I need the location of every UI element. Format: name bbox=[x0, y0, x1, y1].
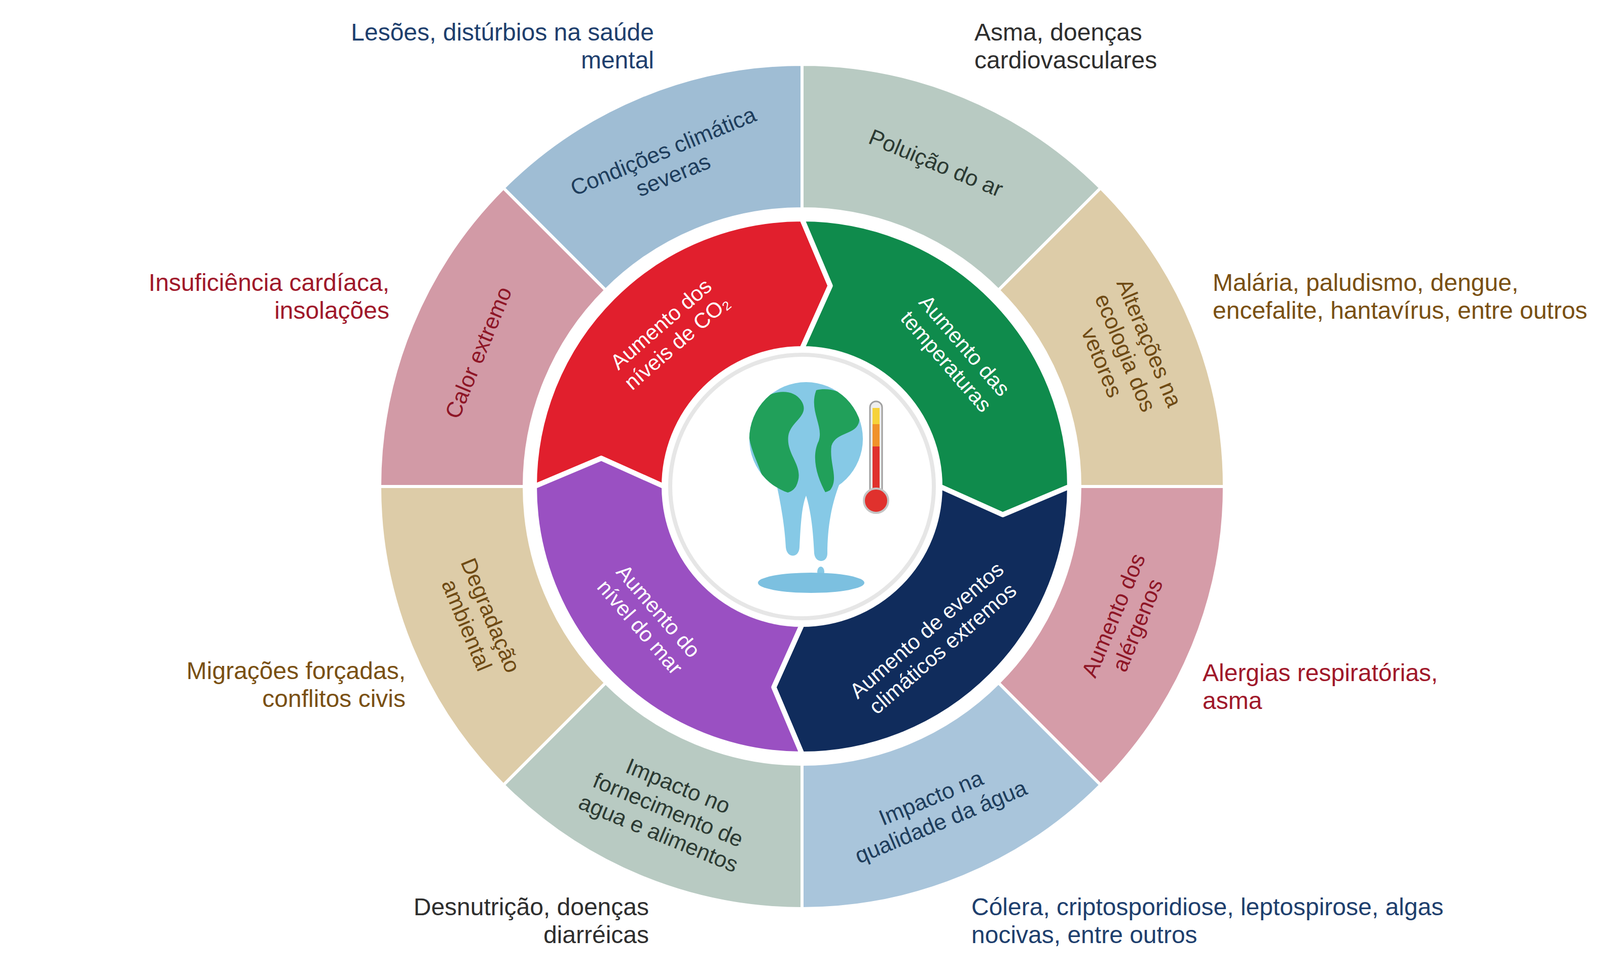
health-outcome: Asma, doenças cardiovasculares bbox=[974, 18, 1259, 75]
arrow-segment: Aumento de eventos climáticos extremos bbox=[769, 482, 1074, 759]
thermometer-level bbox=[872, 424, 880, 447]
health-outcome: Migrações forçadas, conflitos civis bbox=[121, 657, 406, 713]
outcome-label-box: Asma, doenças cardiovasculares bbox=[974, 18, 1259, 75]
outcome-label-box: Cólera, criptosporidiose, leptospirose, … bbox=[971, 893, 1479, 950]
outcome-label-box: Malária, paludismo, dengue, encefalite, … bbox=[1212, 268, 1588, 325]
continent bbox=[814, 389, 860, 495]
health-outcome: Lesões, distúrbios na saúde mental bbox=[339, 18, 654, 75]
thermometer-level bbox=[872, 446, 880, 493]
outcome-label-box: Desnutrição, doenças diarréicas bbox=[344, 893, 649, 950]
puddle bbox=[757, 572, 865, 594]
health-outcome: Insuficiência cardíaca, insolações bbox=[85, 268, 390, 325]
health-outcome: Desnutrição, doenças diarréicas bbox=[344, 893, 649, 950]
thermometer-bulb bbox=[863, 488, 889, 514]
segment-outline bbox=[773, 486, 1070, 755]
segment-outline bbox=[802, 219, 1070, 516]
outcome-label-box: Insuficiência cardíaca, insolações bbox=[85, 268, 390, 325]
segment-outline bbox=[534, 219, 831, 487]
center-circle bbox=[670, 354, 934, 619]
outcome-label-box: Alergias respiratórias, asma bbox=[1202, 659, 1446, 715]
arrow-segment: Aumento dos níveis de CO₂ bbox=[530, 214, 835, 492]
arrow-segment: Aumento das temperaturas bbox=[797, 214, 1074, 520]
outcome-label-box: Migrações forçadas, conflitos civis bbox=[121, 657, 406, 713]
health-outcome: Malária, paludismo, dengue, encefalite, … bbox=[1212, 268, 1588, 325]
arrow-segment: Aumento do nível do mar bbox=[530, 454, 807, 759]
health-outcome: Alergias respiratórias, asma bbox=[1202, 659, 1446, 715]
segment-outline bbox=[534, 458, 803, 755]
thermometer bbox=[869, 401, 883, 496]
health-outcome: Cólera, criptosporidiose, leptospirose, … bbox=[971, 893, 1479, 950]
outcome-label-box: Lesões, distúrbios na saúde mental bbox=[339, 18, 654, 75]
continent bbox=[748, 391, 804, 493]
thermometer-level bbox=[872, 408, 880, 425]
